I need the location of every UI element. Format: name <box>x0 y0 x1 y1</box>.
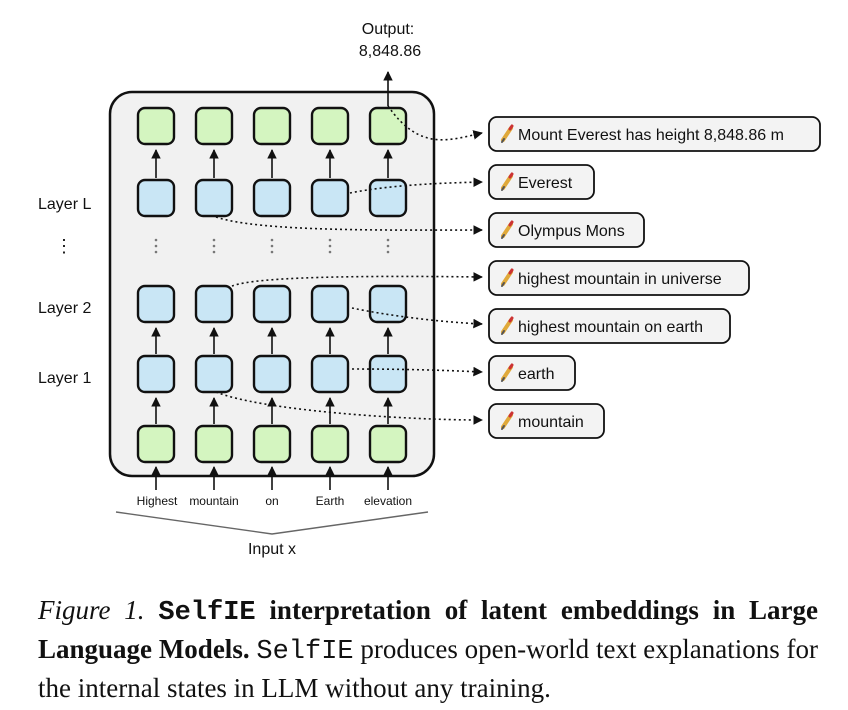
layer-l-label: Layer L <box>38 196 91 213</box>
node-1-3 <box>252 354 292 394</box>
output-value: 8,848.86 <box>359 43 421 60</box>
selfie-diagram: Output: 8,848.86 Layer L Layer 2 Layer 1… <box>38 21 821 558</box>
node-out-2 <box>194 106 234 146</box>
explanation-text-2: Everest <box>518 175 573 192</box>
node-l-3 <box>252 178 292 218</box>
input-brace <box>115 511 429 535</box>
layer-l-row <box>136 178 408 218</box>
node-out-5 <box>368 106 408 146</box>
explanation-text-6: earth <box>518 366 554 383</box>
input-token-2: mountain <box>189 494 238 508</box>
node-ellipsis-row <box>154 238 390 254</box>
explanation-bubble-7: mountain <box>488 403 605 439</box>
node-in-4 <box>310 424 350 464</box>
arrows-layer-1-to-layer-2 <box>151 327 393 354</box>
caption-method-name: SelfIE <box>158 598 256 628</box>
explanation-text-4: highest mountain in universe <box>518 271 722 288</box>
layer-2-row <box>136 284 408 324</box>
input-token-4: Earth <box>316 494 345 508</box>
explanation-bubble-2: Everest <box>488 164 595 200</box>
caption-title: interpretation of latent embeddings in L… <box>38 595 819 664</box>
input-token-3: on <box>265 494 278 508</box>
explanation-connectors <box>215 105 483 425</box>
layer-1-label: Layer 1 <box>38 370 91 387</box>
node-2-3 <box>252 284 292 324</box>
node-l-4 <box>310 178 350 218</box>
node-out-1 <box>136 106 176 146</box>
output-label: Output: <box>362 21 414 38</box>
node-out-3 <box>252 106 292 146</box>
figure-caption: Figure 1. SelfIE interpretation of laten… <box>38 592 818 706</box>
caption-method-name-2: SelfIE <box>256 637 354 667</box>
input-token-1: Highest <box>137 494 178 508</box>
explanation-bubble-6: earth <box>488 355 576 391</box>
node-2-1 <box>136 284 176 324</box>
node-in-2 <box>194 424 234 464</box>
explanation-bubble-1: Mount Everest has height 8,848.86 m <box>488 116 821 152</box>
caption-body: produces open-world text explanations fo… <box>38 634 818 703</box>
output-node-row <box>136 106 408 146</box>
layer-2-label: Layer 2 <box>38 300 91 317</box>
explanation-bubble-5: highest mountain on earth <box>488 308 731 344</box>
arrows-input-to-layer-1 <box>151 397 393 424</box>
node-l-5 <box>368 178 408 218</box>
node-l-2 <box>194 178 234 218</box>
explanation-text-1: Mount Everest has height 8,848.86 m <box>518 127 784 144</box>
node-in-5 <box>368 424 408 464</box>
node-1-2 <box>194 354 234 394</box>
node-2-4 <box>310 284 350 324</box>
node-1-5 <box>368 354 408 394</box>
explanation-bubble-3: Olympus Mons <box>488 212 645 248</box>
arrows-layer-l-to-output <box>151 149 393 178</box>
node-1-1 <box>136 354 176 394</box>
node-in-1 <box>136 424 176 464</box>
node-2-5 <box>368 284 408 324</box>
layer-1-row <box>136 354 408 394</box>
input-label: Input x <box>248 541 296 558</box>
node-out-4 <box>310 106 350 146</box>
node-l-1 <box>136 178 176 218</box>
arrows-tokens-to-input <box>151 466 393 490</box>
input-token-5: elevation <box>364 494 412 508</box>
node-2-2 <box>194 284 234 324</box>
node-1-4 <box>310 354 350 394</box>
input-node-row <box>136 424 408 464</box>
explanation-text-5: highest mountain on earth <box>518 319 703 336</box>
explanation-text-3: Olympus Mons <box>518 223 625 240</box>
explanation-text-7: mountain <box>518 414 584 431</box>
layer-ellipsis: ⋮ <box>55 236 73 256</box>
node-in-3 <box>252 424 292 464</box>
explanation-bubble-4: highest mountain in universe <box>488 260 750 296</box>
caption-figure-label: Figure 1. <box>38 595 145 625</box>
